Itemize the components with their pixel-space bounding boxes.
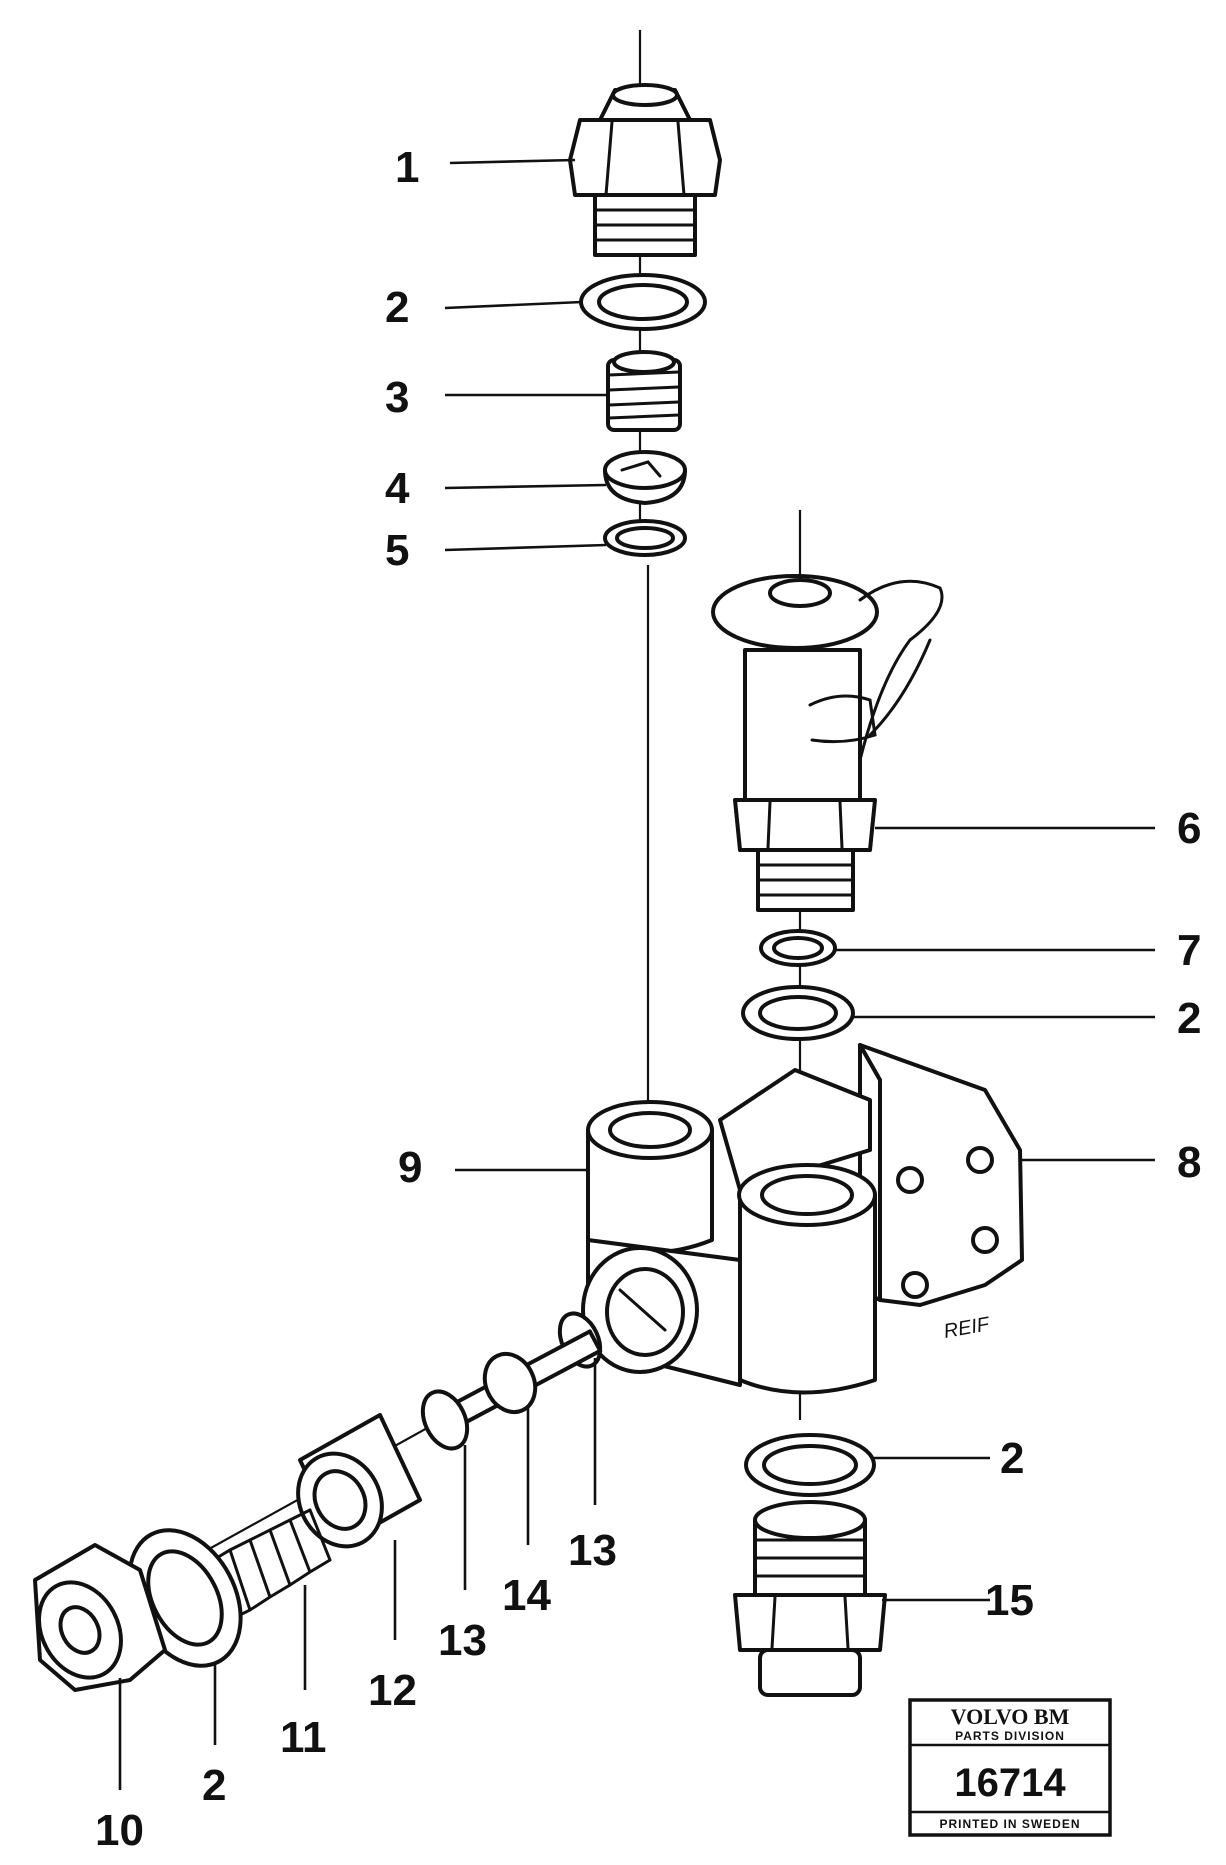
callout-6: 6 (1177, 804, 1201, 853)
callout-2: 2 (385, 283, 409, 332)
callout-13-left: 13 (438, 1616, 487, 1665)
callout-11: 11 (280, 1713, 327, 1762)
part-plug (733, 1500, 887, 1697)
part-spring-housing-12 (296, 1413, 422, 1549)
part-fitting-top (568, 83, 722, 257)
part-washer-top (579, 273, 707, 331)
part-seal-ring-top (603, 519, 687, 557)
part-washer-bottom (744, 1433, 876, 1497)
part-seal-13-left (420, 1389, 470, 1451)
callout-12: 12 (368, 1666, 417, 1715)
callout-5: 5 (385, 526, 409, 575)
stamp-division: PARTS DIVISION (955, 1729, 1065, 1743)
callout-13-right: 13 (568, 1526, 617, 1575)
stamp-printed: PRINTED IN SWEDEN (939, 1817, 1080, 1831)
stamp-brand: VOLVO BM (951, 1704, 1070, 1729)
callout-10: 10 (95, 1806, 144, 1855)
callout-3: 3 (385, 373, 409, 422)
part-washer-right (741, 985, 855, 1041)
callout-14: 14 (502, 1571, 551, 1620)
part-valve-with-clip (711, 574, 944, 912)
leader-lines (118, 158, 1155, 1790)
part-spring-11 (208, 1508, 332, 1622)
parts-stamp: VOLVO BM PARTS DIVISION 16714 PRINTED IN… (908, 1698, 1112, 1837)
part-valve-cup (603, 450, 687, 505)
callout-7: 7 (1177, 926, 1201, 975)
part-o-ring (759, 929, 837, 967)
stamp-number: 16714 (954, 1761, 1066, 1805)
part-hex-plug-10 (33, 1543, 167, 1692)
callout-8: 8 (1177, 1138, 1201, 1187)
part-valve-body: REIF (581, 1043, 1024, 1395)
callout-1: 1 (395, 143, 419, 192)
part-spacer-14 (482, 1351, 538, 1415)
callout-2-right: 2 (1177, 994, 1201, 1043)
part-threaded-insert (606, 350, 682, 432)
callout-15: 15 (985, 1576, 1034, 1625)
callout-labels: 1 2 3 4 5 6 7 2 8 9 2 15 13 14 13 12 11 … (95, 143, 1201, 1855)
callout-2-lower: 2 (1000, 1434, 1024, 1483)
callout-2-bottom: 2 (202, 1761, 226, 1810)
callout-9: 9 (398, 1143, 422, 1192)
drafter-signature: REIF (942, 1313, 992, 1343)
callout-4: 4 (385, 464, 410, 513)
